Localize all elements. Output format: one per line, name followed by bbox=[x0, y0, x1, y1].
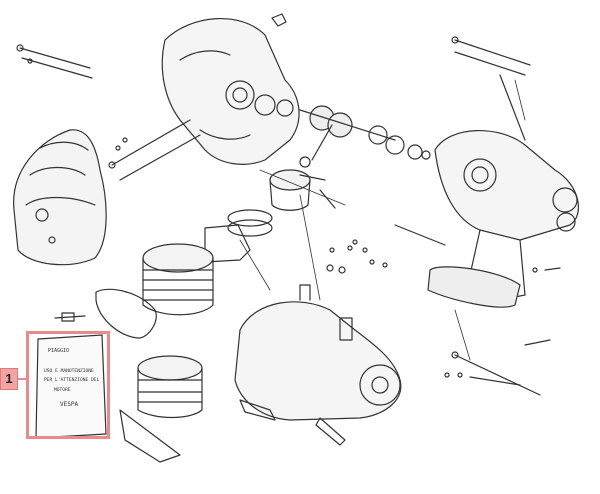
stud-bolts-upper-left bbox=[16, 44, 201, 181]
booklet-line-2: USO E MANUTENZIONE bbox=[44, 368, 94, 374]
crankcase-half bbox=[161, 13, 300, 165]
highlight-box-part-1[interactable] bbox=[26, 331, 110, 439]
engine-assembly bbox=[234, 284, 402, 446]
callout-number-1[interactable]: 1 bbox=[0, 368, 18, 390]
flywheel-cowl bbox=[13, 129, 107, 266]
booklet-line-4: MOTORE bbox=[54, 387, 71, 393]
booklet-line-5: VESPA bbox=[60, 401, 78, 408]
crankshaft bbox=[299, 105, 431, 168]
cylinder-lower bbox=[119, 355, 203, 463]
owners-manual-booklet: PIAGGIO USO E MANUTENZIONE PER L'ATTENZI… bbox=[35, 334, 107, 439]
booklet-line-1: PIAGGIO bbox=[48, 348, 69, 354]
crankcase-right bbox=[427, 129, 579, 308]
cylinder-upper bbox=[95, 243, 214, 339]
piston-assembly bbox=[204, 169, 336, 263]
small-hardware bbox=[326, 239, 538, 378]
spark-plug bbox=[54, 312, 86, 322]
leader-lines bbox=[239, 79, 526, 361]
callout-leader-1 bbox=[16, 378, 26, 380]
stud-bolts-right bbox=[394, 36, 561, 396]
booklet-line-3: PER L'ATTENZIONE DEL bbox=[44, 377, 100, 383]
